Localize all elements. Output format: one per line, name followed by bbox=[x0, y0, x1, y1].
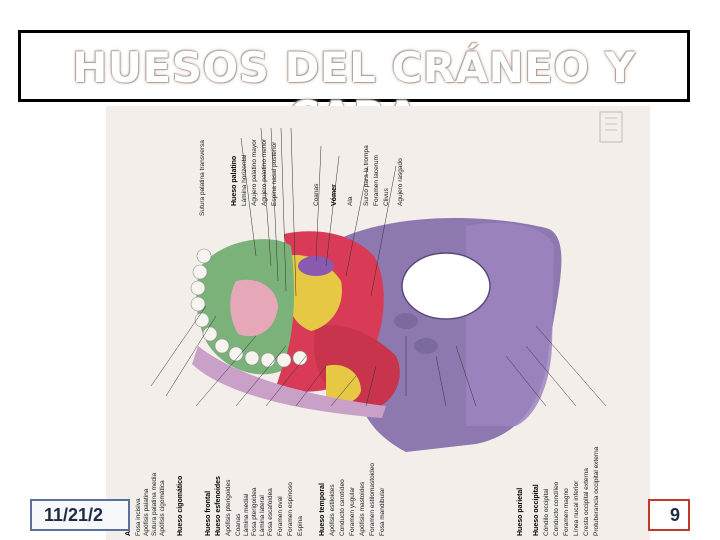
label-hueso-occipital: Hueso occipital bbox=[533, 484, 540, 536]
label-hueso-temporal: Hueso temporal bbox=[319, 483, 326, 536]
slide-date: 11/21/2 bbox=[30, 499, 130, 531]
label-foramen-lacerum: Foramen lacerum bbox=[373, 155, 380, 206]
label-sutura-palatina-media: Sutura palatina media bbox=[151, 472, 158, 536]
label-agujero-rasgado: Agujero rasgado bbox=[397, 158, 404, 206]
label-apofisis-palatina: Apófisis palatina bbox=[143, 488, 150, 536]
occipital-condyle bbox=[414, 338, 438, 354]
label-lamina-medial: Lámina medial bbox=[243, 493, 250, 536]
label-conducto-condileo: Conducto condíleo bbox=[553, 481, 560, 536]
palatine-region bbox=[230, 279, 278, 337]
label-lamina-lateral: Lámina lateral bbox=[259, 495, 266, 536]
figure-labels-left: Acantar Fosa incisiva Apófisis palatina … bbox=[125, 472, 304, 536]
label-clivus: Clivus bbox=[383, 188, 390, 206]
label-fosa-escafoidea: Fosa escafoidea bbox=[267, 488, 274, 536]
label-fosa-incisiva: Fosa incisiva bbox=[135, 498, 142, 536]
label-apofisis-cigomatica: Apófisis cigomática bbox=[159, 480, 166, 536]
occipital-condyle bbox=[394, 313, 418, 329]
label-agujero-palatino-mayor: Agujero palatino mayor bbox=[251, 138, 258, 206]
figure-labels-top: Sutura palatina transversa Hueso palatin… bbox=[199, 138, 404, 216]
label-conducto-carotideo: Conducto carotídeo bbox=[339, 479, 346, 536]
label-apofisis-estiloides: Apófisis estiloides bbox=[329, 484, 336, 536]
label-fosa-mandibular: Fosa mandibular bbox=[379, 487, 386, 536]
label-protuberancia-occipital-externa: Protuberancia occipital externa bbox=[593, 446, 600, 536]
sphenoid-bone-region bbox=[284, 255, 342, 331]
label-foramen-espinoso: Foramen espinoso bbox=[287, 482, 294, 536]
label-apofisis-mastoides: Apófisis mastoides bbox=[359, 481, 366, 536]
zygomatic-arch-region bbox=[192, 346, 386, 418]
book-watermark-icon bbox=[599, 111, 623, 143]
label-agujero-palatino-menor: Agujero palatino menor bbox=[261, 138, 268, 206]
label-ala: Ala bbox=[347, 196, 354, 206]
label-foramen-yugular: Foramen yugular bbox=[349, 486, 356, 536]
label-coanas-top: Coanas bbox=[313, 183, 320, 206]
label-surco-trompa: Surco para la trompa bbox=[363, 145, 370, 206]
parietal-bone-region bbox=[466, 222, 554, 426]
label-sutura-palatina-transversa: Sutura palatina transversa bbox=[199, 140, 206, 216]
label-espina: Espina bbox=[297, 516, 304, 536]
label-espina-nasal-posterior: Espina nasal posterior bbox=[271, 141, 278, 206]
label-cresta-occipital-externa: Cresta occipital externa bbox=[583, 468, 590, 536]
title-frame: HUESOS DEL CRÁNEO Y CARA bbox=[18, 30, 690, 141]
label-foramen-oval: Foramen oval bbox=[277, 496, 284, 536]
label-fosa-pterigoidea: Fosa pterigoidea bbox=[251, 487, 258, 536]
label-hueso-cigomatico: Hueso cigomático bbox=[177, 476, 184, 536]
skull-base-illustration: Sutura palatina transversa Hueso palatin… bbox=[106, 106, 650, 540]
label-hueso-esfenoides: Hueso esfenoides bbox=[215, 476, 222, 536]
slide-page-number: 9 bbox=[648, 499, 690, 531]
label-leader-lines bbox=[150, 127, 607, 407]
label-apofisis-pterigoides: Apófisis pterigoides bbox=[225, 479, 232, 536]
label-foramen-magno: Foramen magno bbox=[563, 488, 570, 536]
figure-labels-right-bottom: Hueso temporal Apófisis estiloides Condu… bbox=[319, 446, 600, 536]
label-vomer: Vómer bbox=[331, 184, 338, 206]
label-hueso-parietal: Hueso parietal bbox=[517, 488, 524, 536]
teeth-row bbox=[190, 248, 308, 368]
vomer-region bbox=[298, 256, 334, 276]
label-hueso-palatino: Hueso palatino bbox=[231, 156, 238, 206]
label-condilo-occipital: Cóndilo occipital bbox=[543, 488, 550, 536]
foramen-magnum bbox=[401, 252, 491, 320]
sphenoid-bone-region-2 bbox=[326, 364, 361, 403]
label-coanas: Coanas bbox=[235, 513, 242, 536]
label-linea-nucal-inferior: Línea nucal inferior bbox=[573, 480, 580, 536]
label-lamina-horizontal: Lámina horizontal bbox=[241, 154, 248, 206]
label-foramen-estilomastoideo: Foramen estilomastoideo bbox=[369, 463, 376, 536]
label-hueso-frontal: Hueso frontal bbox=[205, 491, 212, 536]
